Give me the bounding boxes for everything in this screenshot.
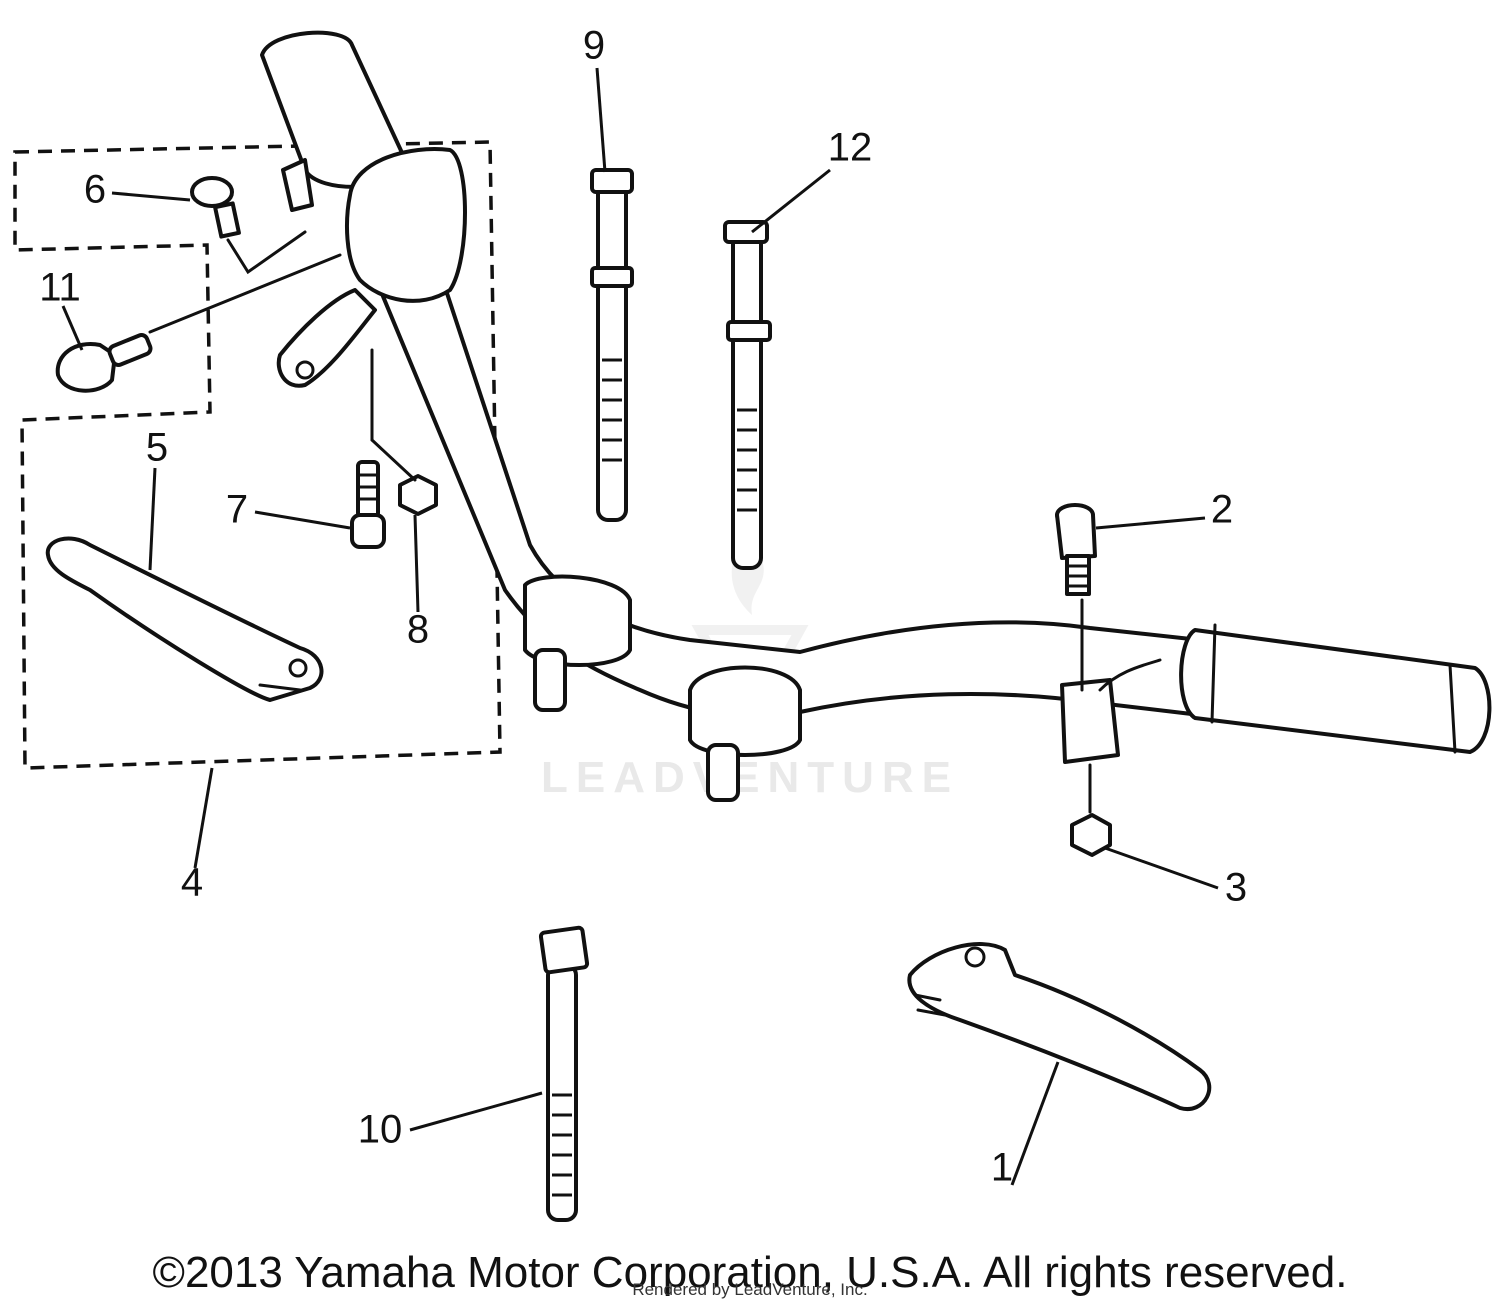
leader-lines [61,67,1219,1186]
part-2-bolt [1055,503,1097,596]
callout-3: 3 [1225,866,1247,910]
callout-2: 2 [1211,488,1233,532]
callout-8: 8 [407,608,429,652]
callout-1: 1 [991,1146,1013,1190]
part-11-adjuster [55,333,153,393]
part-7-bolt [350,460,386,549]
part-10-strap [538,925,590,1222]
callout-9: 9 [583,24,605,68]
rendered-by-credit: Rendered by LeadVenture, Inc. [632,1280,868,1299]
part-9-strap [590,168,634,522]
part-12-strap [723,220,772,570]
part-1-lever [907,942,1212,1112]
callout-11: 11 [39,266,81,310]
assembly-lines [148,230,1092,814]
handlebar [260,30,1492,802]
watermark-text: LEADVENTURE [541,753,959,802]
callout-5: 5 [146,426,168,470]
callout-labels: 1 2 3 4 5 6 7 8 9 10 11 12 [39,24,1247,1190]
assembly-group-box [13,140,502,770]
callout-4: 4 [181,861,203,905]
callout-7: 7 [226,488,248,532]
copyright-notice: ©2013 Yamaha Motor Corporation, U.S.A. A… [152,1248,1348,1297]
part-5-lever [45,536,324,702]
part-3-nut [1070,813,1112,857]
part-8-nut [398,474,438,516]
callout-10: 10 [358,1108,403,1152]
callout-6: 6 [84,168,106,212]
callout-12: 12 [828,126,873,170]
part-6-screw [190,176,241,239]
